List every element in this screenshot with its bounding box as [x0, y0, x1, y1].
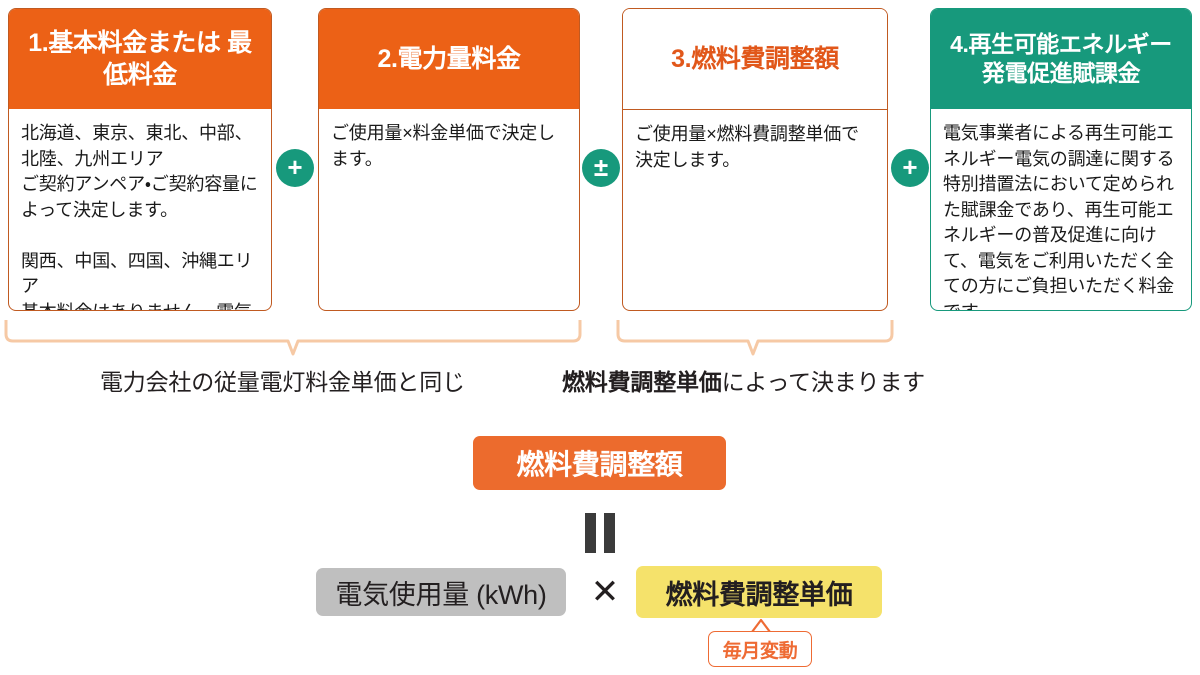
plus-operator-1: +: [276, 149, 314, 187]
bracket-left: [4, 320, 582, 356]
callout-pointer-icon: [750, 618, 772, 633]
card-energy-charge-body: ご使用量×料金単価で決定します。: [331, 123, 555, 169]
usage-badge-electricity-kwh: 電気使用量 (kWh): [316, 568, 566, 616]
plus-operator-2: +: [891, 149, 929, 187]
bracket-left-label-text: 電力会社の従量電灯料金単価と同じ: [100, 369, 465, 395]
bracket-right-label-text: によって決まります: [721, 369, 926, 395]
card-fuel-adjustment-body: ご使用量×燃料費調整単価で決定します。: [635, 124, 859, 170]
card-basic-charge: 1.基本料金または 最低料金 北海道、東京、東北、中部、北陸、九州エリア ご契約…: [8, 8, 272, 311]
card-basic-charge-title: 1.基本料金または 最低料金: [9, 9, 271, 109]
card-renewable-levy: 4.再生可能エネルギー 発電促進賦課金 電気事業者による再生可能エネルギー電気の…: [930, 8, 1192, 311]
multiply-icon: ✕: [590, 573, 620, 611]
result-badge-fuel-adjustment-amount: 燃料費調整額: [473, 436, 726, 490]
card-fuel-adjustment-title: 3.燃料費調整額: [623, 9, 887, 110]
callout-monthly-variation: 毎月変動: [708, 631, 812, 667]
card-energy-charge: 2.電力量料金 ご使用量×料金単価で決定します。: [318, 8, 580, 311]
card-basic-charge-body: 北海道、東京、東北、中部、北陸、九州エリア ご契約アンペア・ご契約容量によって決…: [21, 123, 258, 310]
plusminus-operator: ±: [582, 149, 620, 187]
bracket-right-label: 燃料費調整単価によって決まります: [562, 363, 925, 397]
equals-bar-top: [585, 513, 596, 553]
card-renewable-levy-title: 4.再生可能エネルギー 発電促進賦課金: [931, 9, 1191, 109]
bracket-right-label-bold: 燃料費調整単価: [562, 369, 722, 395]
bracket-right: [616, 320, 894, 356]
bracket-left-shape: [4, 320, 582, 356]
card-energy-charge-title: 2.電力量料金: [319, 9, 579, 109]
card-fuel-adjustment: 3.燃料費調整額 ご使用量×燃料費調整単価で決定します。: [622, 8, 888, 311]
unitprice-badge-fuel-adjustment: 燃料費調整単価: [636, 566, 882, 618]
bracket-right-shape: [616, 320, 894, 356]
bracket-left-label: 電力会社の従量電灯料金単価と同じ: [100, 363, 465, 397]
equals-bar-bottom: [604, 513, 615, 553]
card-renewable-levy-body: 電気事業者による再生可能エネルギー電気の調達に関する特別措置法において定められた…: [943, 123, 1175, 310]
equals-sign: [585, 513, 615, 553]
